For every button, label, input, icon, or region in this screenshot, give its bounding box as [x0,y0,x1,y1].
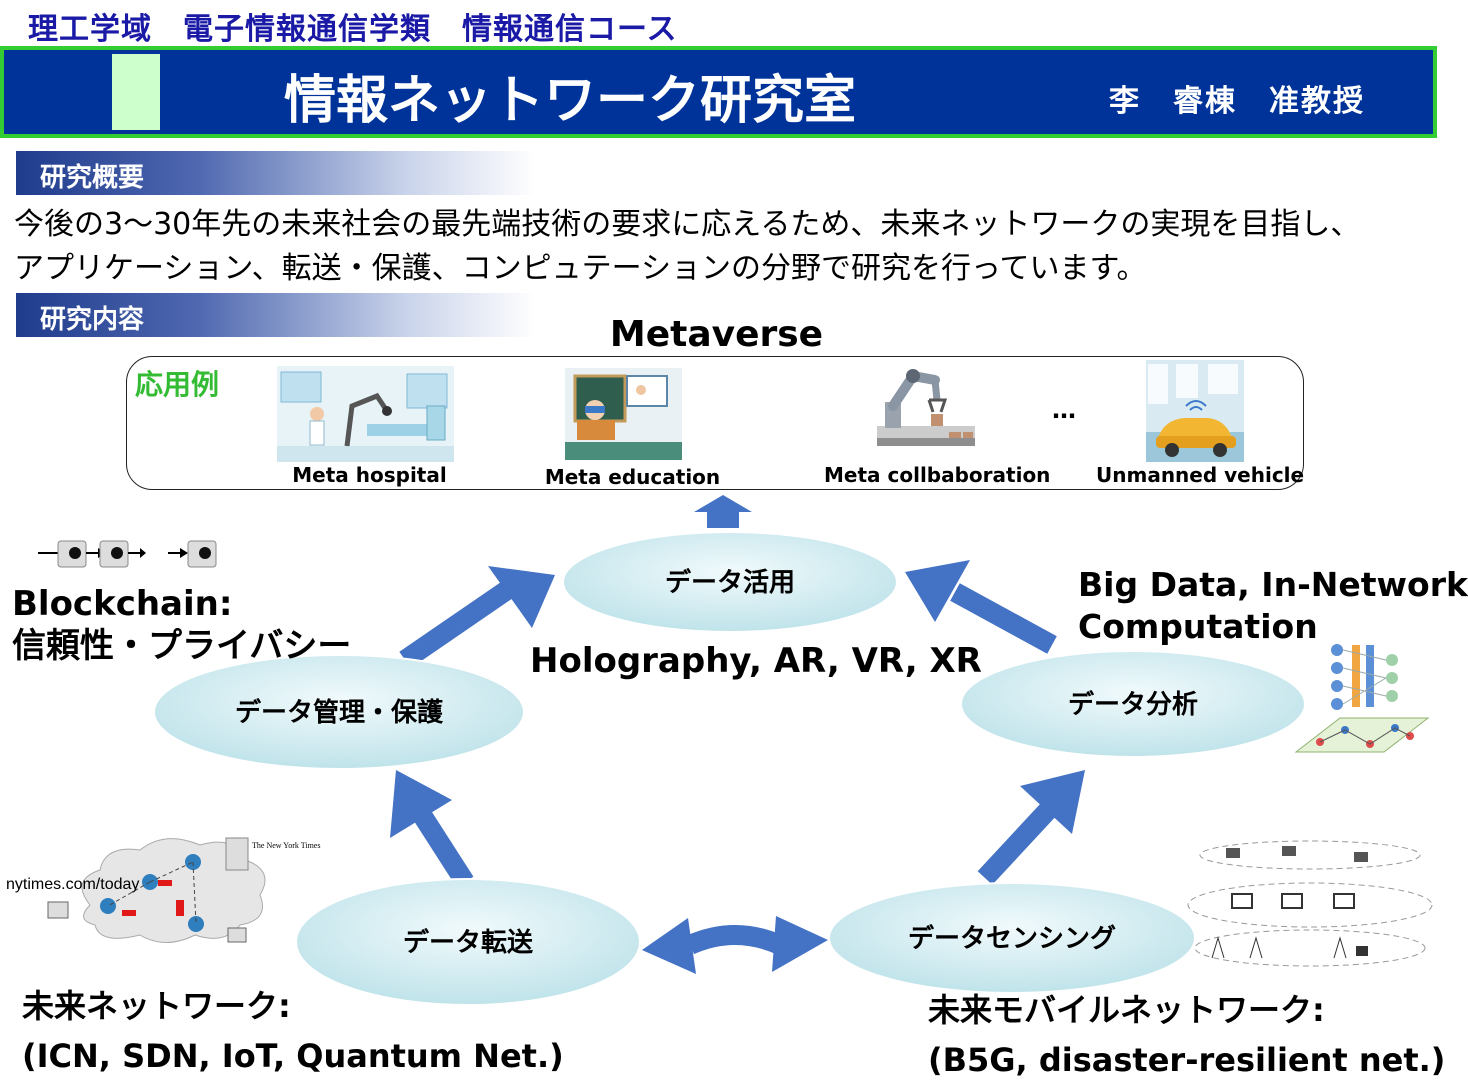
blockchain-icon [38,540,217,568]
more-ellipsis: … [1052,396,1076,424]
neural-network-icon [1331,644,1398,710]
app-caption-collaboration: Meta collbaboration [824,463,1051,487]
overview-text: 今後の3～30年先の未来社会の最先端技術の要求に応えるため、未来ネットワークの実… [14,203,1360,291]
network-cloud-icon [47,837,266,943]
bigdata-label-1: Big Data, In-Network [1078,565,1468,604]
oval-sensing [828,882,1196,994]
hospital-robot-illustration [277,366,454,462]
metaverse-title: Metaverse [609,314,824,355]
oval-utilization-label: データ活用 [665,567,795,598]
mobile-network-icon [1187,840,1433,967]
future-network-label-2: (ICN, SDN, IoT, Quantum Net.) [22,1037,564,1075]
blockchain-label-1: Blockchain: [12,584,233,624]
research-heading: 研究内容 [40,305,145,335]
robot-arm-illustration [877,369,975,446]
overview-heading: 研究概要 [40,163,145,193]
url-label: nytimes.com/today [6,876,139,893]
blockchain-label: Blockchain: 信頼性・プライバシー [12,583,351,667]
research-heading-bar: 研究内容 [16,293,536,337]
department-title: 理工学域 電子情報通信学類 情報通信コース [28,12,678,47]
banner-accent [112,54,160,130]
lab-title: 情報ネットワーク研究室 [284,71,857,131]
arrow-to-metaverse [694,495,752,528]
applications-box: 応用例 [126,356,1304,490]
oval-management [153,654,525,770]
overview-line-2: アプリケーション、転送・保護、コンピュテーションの分野で研究を行っています。 [14,251,1147,286]
future-network-label: 未来ネットワーク: (ICN, SDN, IoT, Quantum Net.) [22,984,564,1078]
bigdata-label: Big Data, In-Network Computation [1078,564,1468,648]
graph-analysis-icon [1294,717,1430,753]
arrow-sensing-to-analysis [977,770,1085,885]
arrow-analysis-to-utilization [905,560,1057,654]
nyt-label: The New York Times [252,841,320,850]
oval-sensing-label: データセンシング [908,923,1116,954]
oval-utilization [562,531,898,633]
mobile-network-label-1: 未来モバイルネットワーク: [928,991,1325,1029]
oval-management-label: データ管理・保護 [235,697,444,728]
oval-transfer-label: データ転送 [403,927,533,958]
app-caption-vehicle: Unmanned vehicle [1096,463,1305,487]
oval-transfer [295,878,641,1006]
oval-analysis-label: データ分析 [1068,689,1198,720]
data-cycle-diagram: データ活用 データ管理・保護 データ分析 データ転送 データセンシング [6,495,1433,1006]
mobile-network-label-2: (B5G, disaster-resilient net.) [928,1041,1446,1079]
overview-heading-bar: 研究概要 [16,151,536,195]
holography-label: Holography, AR, VR, XR [530,641,982,681]
future-network-label-1: 未来ネットワーク: [22,987,291,1025]
vr-classroom-illustration [565,368,682,460]
arrow-transfer-to-management [390,770,474,888]
oval-analysis [960,650,1306,758]
app-caption-hospital: Meta hospital [292,463,447,487]
app-caption-education: Meta education [544,465,721,489]
mobile-network-label: 未来モバイルネットワーク: (B5G, disaster-resilient n… [928,988,1445,1082]
arrow-transfer-sensing-bidirectional [642,916,828,974]
professor-name: 李 睿棟 准教授 [1109,84,1365,119]
autonomous-car-illustration [1146,360,1244,462]
applications-label: 応用例 [135,368,220,401]
arrow-management-to-utilization [399,566,555,669]
overview-line-1: 今後の3～30年先の未来社会の最先端技術の要求に応えるため、未来ネットワークの実… [14,207,1361,242]
blockchain-label-2: 信頼性・プライバシー [12,626,352,666]
bigdata-label-2: Computation [1078,607,1318,646]
title-banner: 情報ネットワーク研究室 李 睿棟 准教授 [0,46,1437,138]
